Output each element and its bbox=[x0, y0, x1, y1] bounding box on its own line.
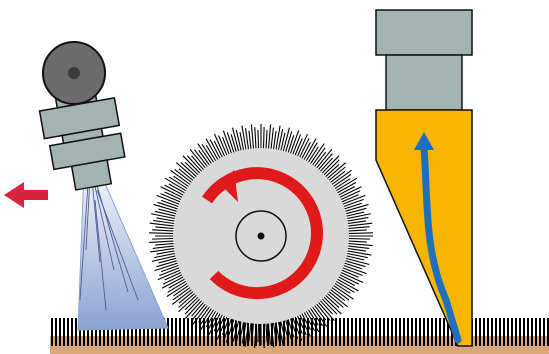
roller-wheel bbox=[42, 41, 106, 105]
rotation-arrow-head bbox=[222, 170, 238, 202]
motion-direction-arrow bbox=[4, 182, 48, 208]
rotating-brush bbox=[149, 124, 373, 348]
brush-hub-ring bbox=[235, 210, 287, 262]
arrow-left-icon bbox=[4, 182, 48, 208]
rotation-arrow-icon bbox=[202, 167, 323, 300]
scraper-blade bbox=[375, 109, 473, 347]
roller-hub bbox=[68, 67, 80, 79]
spray-streaks bbox=[79, 177, 139, 311]
flow-path bbox=[420, 144, 462, 344]
scraper-mid-block bbox=[385, 54, 463, 111]
spray-cone bbox=[77, 169, 169, 331]
scraper-assembly bbox=[375, 9, 473, 347]
arrow-up-icon bbox=[414, 132, 434, 150]
scraper-top-block bbox=[375, 9, 473, 56]
spray-nozzle-tip bbox=[70, 159, 113, 191]
brush-axle bbox=[257, 232, 265, 240]
spray-cone-shape bbox=[77, 169, 169, 331]
